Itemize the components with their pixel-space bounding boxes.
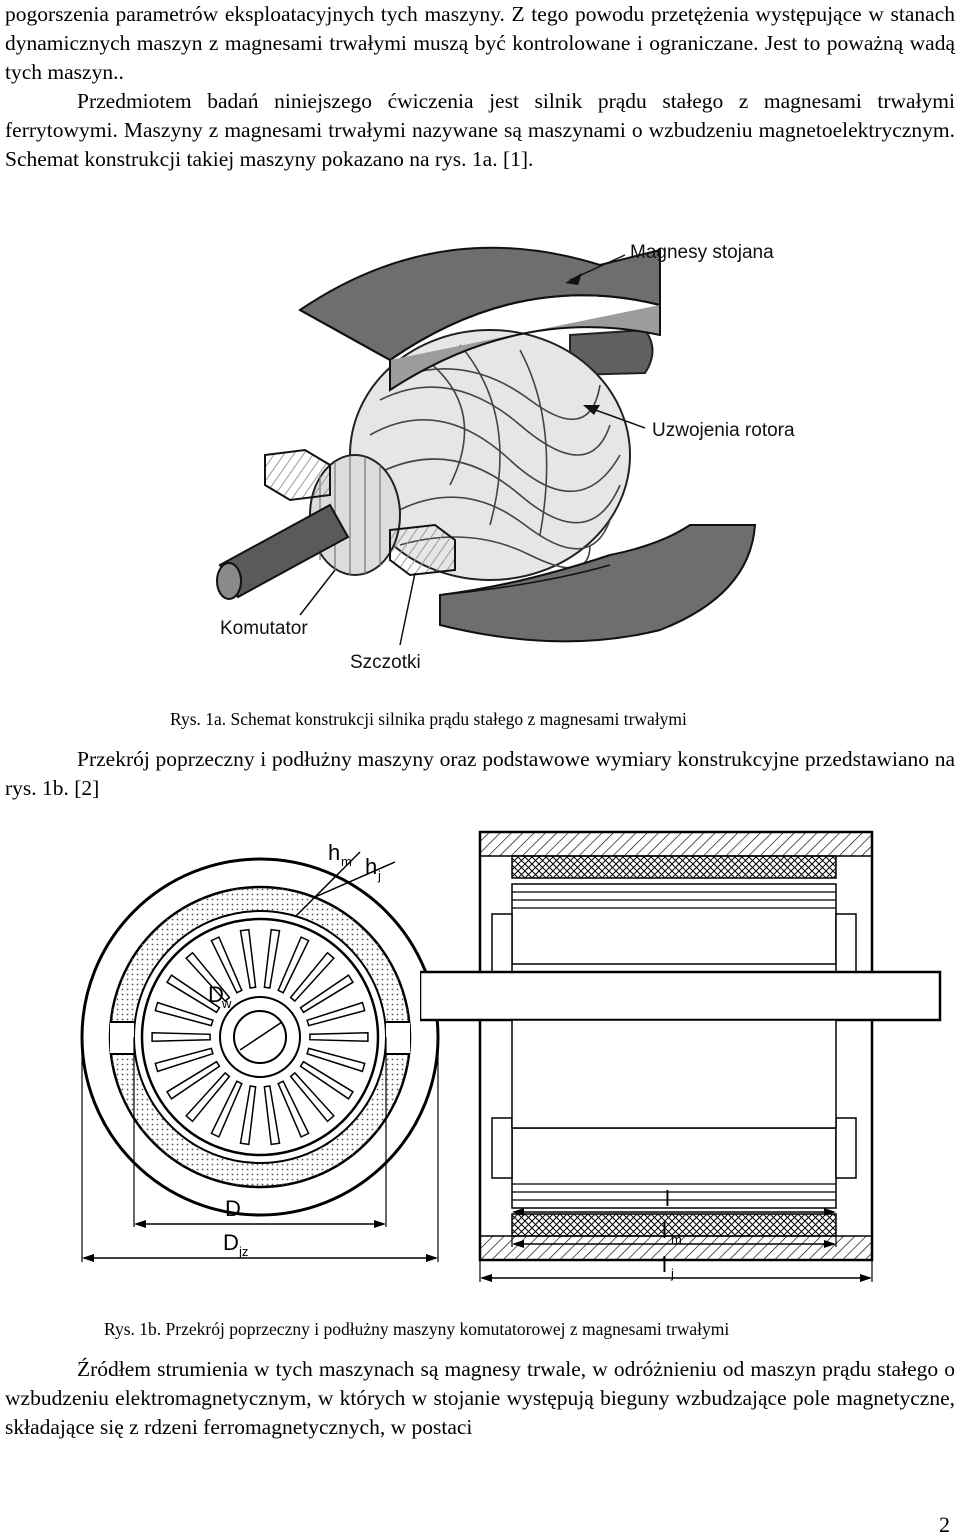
rotor-slot (185, 1071, 231, 1123)
bottom-stator-magnet (439, 524, 757, 643)
rotor-slot (306, 1047, 366, 1073)
svg-text:j: j (670, 1266, 674, 1281)
rotor-slot (289, 951, 335, 1003)
svg-text:Komutator: Komutator (220, 618, 308, 639)
rotor-core-top (511, 883, 837, 965)
svg-text:l: l (665, 1186, 670, 1211)
callout-uzwojenia: Uzwojenia rotora (583, 405, 795, 441)
rotor-slot (165, 1060, 221, 1100)
svg-text:m: m (341, 854, 352, 869)
svg-text:D: D (225, 1196, 241, 1221)
paragraph-flux-source: Źródłem strumienia w tych maszynach są m… (5, 1357, 955, 1439)
svg-text:l: l (662, 1252, 667, 1277)
rotor-slot (210, 936, 243, 994)
svg-text:h: h (365, 854, 377, 879)
rotor-slot (277, 936, 310, 994)
rotor-slot (165, 974, 221, 1014)
rotor-slot (151, 1032, 211, 1042)
paragraph-intro: pogorszenia parametrów eksploatacyjnych … (5, 2, 955, 84)
yoke-top (479, 831, 873, 857)
page-number: 2 (939, 1512, 950, 1537)
callout-komutator: Komutator (220, 569, 336, 639)
brush-bottom (389, 523, 456, 577)
rotor-slot (185, 951, 231, 1003)
svg-text:D: D (208, 982, 224, 1007)
svg-text:jz: jz (238, 1244, 248, 1259)
rotor-core-bottom (511, 1127, 837, 1209)
rotor-slot (299, 974, 355, 1014)
svg-text:Uzwojenia rotora: Uzwojenia rotora (652, 420, 795, 441)
callout-szczotki: Szczotki (350, 572, 421, 673)
rotor-slot (239, 1085, 257, 1146)
rotor-windings (369, 344, 621, 569)
svg-text:Magnesy stojana: Magnesy stojana (630, 242, 774, 263)
svg-text:D: D (223, 1230, 239, 1255)
svg-text:h: h (328, 840, 340, 865)
rotor-slot (154, 1047, 214, 1073)
rotor-slot (210, 1080, 243, 1138)
rotor-slot (306, 1001, 366, 1027)
rotor-slot (154, 1001, 214, 1027)
rotor-slot (263, 1085, 281, 1146)
figure-1a-caption: Rys. 1a. Schemat konstrukcji silnika prą… (170, 709, 687, 729)
magnet-top (511, 855, 837, 879)
svg-text:Szczotki: Szczotki (350, 652, 421, 673)
svg-text:w: w (221, 996, 232, 1011)
rotor-slot (309, 1032, 369, 1042)
paragraph-cross-section: Przekrój poprzeczny i podłużny maszyny o… (5, 747, 955, 800)
magnet-bottom (511, 1213, 837, 1237)
svg-text:l: l (662, 1218, 667, 1243)
figure-1a-motor-diagram: Magnesy stojana Uzwojenia rotora Komutat… (216, 242, 795, 673)
rotor-slot (263, 928, 281, 989)
paragraph-subject: Przedmiotem badań niniejszego ćwiczenia … (5, 89, 955, 171)
rotor-slot (277, 1080, 310, 1138)
callout-magnesy: Magnesy stojana (565, 242, 774, 285)
brush-top (264, 448, 331, 502)
shaft-long (420, 970, 942, 1022)
figure-1b-longitudinal-section: l l m l j (420, 830, 942, 1282)
svg-text:j: j (377, 868, 381, 883)
rotor-slot (299, 1060, 355, 1100)
rotor-slot (239, 928, 257, 989)
svg-text:m: m (671, 1232, 682, 1247)
figure-1b-caption: Rys. 1b. Przekrój poprzeczny i podłużny … (104, 1319, 730, 1339)
figure-1b-cross-section: D w h m h j D D jz (80, 840, 440, 1262)
rotor-slot (289, 1071, 335, 1123)
rotor-slots (151, 928, 369, 1146)
